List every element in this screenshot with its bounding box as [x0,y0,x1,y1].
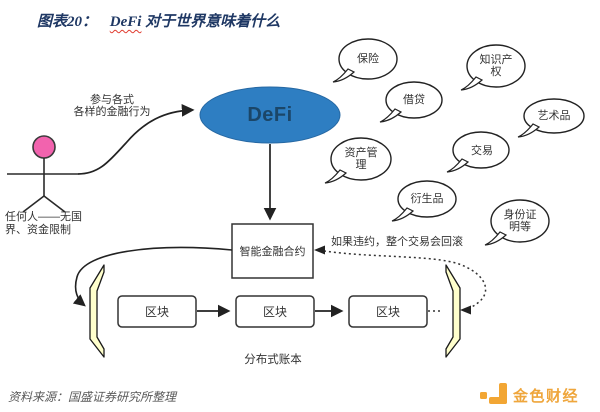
figure-title-suffix: 对于世界意味着什么 [145,14,281,30]
bubble-label-trading: 交易 [471,144,493,157]
distributed-ledger-label: 分布式账本 [244,354,302,366]
ledger-bracket-left [89,264,105,358]
rollback-dotted-curve [323,250,487,311]
defi-label: DeFi [247,103,293,126]
stick-figure-leg-right [43,195,66,213]
block-label-2: 区块 [262,305,287,319]
block-rect-1 [117,295,197,328]
bubble-insurance [332,38,398,83]
figure-title-prefix: 图表20： [37,14,98,30]
bubble-label-derivatives: 衍生品 [410,193,444,205]
bubble-asset-management [324,137,392,184]
bubble-label-asset-management: 资产管理 [344,147,378,171]
block-rect-2 [235,295,315,328]
logo-j-foot-shape [489,397,507,404]
bubble-artwork [517,98,585,138]
stick-figure-leg-left [22,195,45,213]
bubble-lending [379,81,443,123]
contract-box-label: 智能金融合约 [239,246,306,258]
bubble-trading [446,131,510,173]
arrow-contract-to-ledger [72,246,233,307]
bubble-group [324,38,585,246]
jinse-logo-text: 金色财经 [513,388,580,405]
figure-title: 图表20： DeFi 对于世界意味着什么 [37,10,280,31]
block-rect-3 [348,295,428,328]
bubble-intellectual-property [460,44,526,91]
figure-title-defi-word: DeFi [109,14,142,30]
defi-ellipse [199,86,341,144]
bubble-label-identity: 身份证明等 [503,209,537,233]
rollback-note: 如果违约，整个交易会回滚 [331,236,463,248]
bubble-identity [484,199,550,246]
block-label-1: 区块 [144,305,169,319]
contract-box-rect [231,223,314,279]
block-rects [117,295,428,328]
jinse-logo-icon [480,383,508,407]
stick-figure [7,135,78,213]
jinse-finance-logo: 金色财经 [480,382,592,408]
block-label-3: 区块 [375,305,400,319]
participation-label: 参与各式 各样的金融行为 [73,94,151,118]
bubble-label-lending: 借贷 [403,94,425,106]
rollback-arrowhead-ledger [460,305,471,315]
arrow-figure-to-defi [77,103,195,175]
bubble-label-insurance: 保险 [357,53,379,65]
logo-dot-shape [480,392,487,399]
logo-j-vertical-shape [499,383,507,404]
actor-label: 任何人——无国界、资金限制 [5,211,82,236]
rollback-arrowhead-contract [314,245,325,255]
ledger-bracket-right [445,264,461,358]
bubble-label-intellectual-property: 知识产权 [479,54,513,78]
source-note: 资料来源：国盛证券研究所整理 [8,390,177,404]
bubble-derivatives [391,180,457,222]
stick-figure-head [32,135,56,159]
bubble-label-artwork: 艺术品 [537,110,571,122]
